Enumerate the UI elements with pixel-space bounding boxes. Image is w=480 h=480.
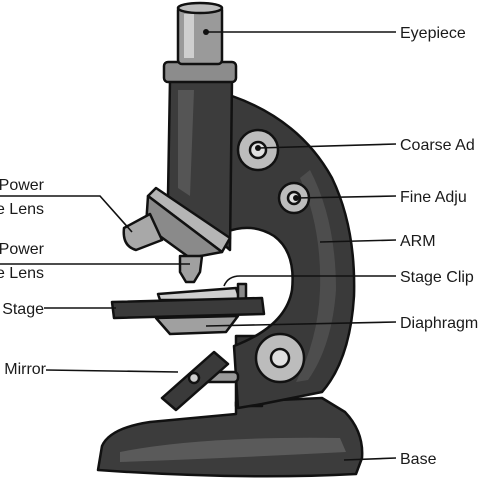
leader-arm xyxy=(319,239,397,243)
label-low-power-line1: Power xyxy=(0,177,45,194)
arm-inner-highlight xyxy=(296,170,336,382)
low-power-objective xyxy=(122,212,164,252)
leader-mirror xyxy=(45,369,179,373)
base-highlight xyxy=(120,437,346,462)
label-stage-clip: Stage Clip xyxy=(400,269,474,286)
leader-low-power xyxy=(0,195,133,233)
label-eyepiece: Eyepiece xyxy=(400,25,466,42)
leader-lines xyxy=(0,29,397,461)
label-high-power-line2: e Lens xyxy=(0,265,44,282)
stage-plate xyxy=(110,296,266,320)
labels: Eyepiece Coarse Ad Fine Adju ARM Stage C… xyxy=(0,25,478,468)
label-arm: ARM xyxy=(400,233,436,250)
leader-stage-clip xyxy=(223,275,396,287)
leader-eyepiece-dot xyxy=(203,29,209,35)
microscope-illustration xyxy=(96,1,364,478)
label-mirror: Mirror xyxy=(4,361,46,378)
label-fine-adjustment: Fine Adju xyxy=(400,189,467,206)
leader-fine xyxy=(295,195,397,199)
leader-base xyxy=(343,457,397,461)
eyepiece-shine xyxy=(184,14,194,58)
label-diaphragm: Diaphragm xyxy=(400,315,478,332)
leader-fine-dot xyxy=(293,195,299,201)
base-shape xyxy=(96,396,364,478)
diaphragm-shape xyxy=(154,314,240,336)
stage-knob-inner xyxy=(269,347,291,369)
label-low-power-line2: e Lens xyxy=(0,201,44,218)
high-power-objective xyxy=(178,254,204,284)
mirror-pivot xyxy=(187,371,201,385)
leader-diaphragm xyxy=(205,321,397,327)
leader-coarse xyxy=(257,143,397,149)
label-high-power-line1: Power xyxy=(0,241,45,258)
eyepiece-top xyxy=(176,1,224,15)
label-base: Base xyxy=(400,451,437,468)
tube-highlight xyxy=(178,90,194,196)
label-coarse-adjustment: Coarse Ad xyxy=(400,137,475,154)
leader-coarse-dot xyxy=(255,145,261,151)
label-stage: Stage xyxy=(2,301,44,318)
